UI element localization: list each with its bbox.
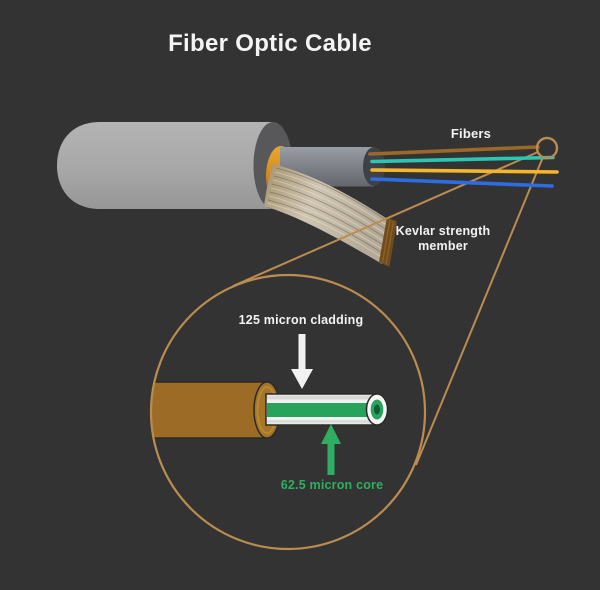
core-label: 62.5 micron core (280, 478, 384, 492)
kevlar-label-line2: member (418, 238, 468, 253)
magnifier-circle-small (535, 136, 559, 160)
inner-tube-end-cap (363, 147, 385, 186)
fiber-coating-cylinder (151, 381, 268, 439)
kevlar-tip-stripes (381, 219, 395, 265)
fibers-label: Fibers (450, 126, 492, 141)
kevlar-ribbon (264, 164, 389, 264)
cladding-arrow (291, 334, 313, 389)
fiber-yellow (370, 168, 559, 174)
kevlar-texture-dark (267, 167, 390, 255)
fiber-blue (370, 177, 554, 188)
kevlar-texture-light (266, 171, 389, 259)
cladding-bottom-shade (267, 420, 376, 424)
fiber-teal (370, 155, 555, 164)
magnifier-circle-large (149, 273, 427, 551)
magnifier-line-left (232, 151, 539, 287)
kevlar-label-line1: Kevlar strength (395, 224, 491, 238)
page-title: Fiber Optic Cable (168, 30, 372, 57)
magnifier-line-right (415, 156, 544, 466)
kevlar-strength-member-label: Kevlar strength member (381, 224, 505, 253)
core-end-center (374, 404, 380, 415)
cable-outer-jacket (57, 122, 273, 209)
cladding-top-shade (267, 395, 376, 400)
kevlar-strength-member-graphic (264, 164, 397, 267)
fiber-brown (368, 145, 540, 156)
core-stripe (267, 403, 372, 417)
fiber-strands (368, 145, 559, 188)
cladding-label: 125 micron cladding (238, 313, 364, 327)
core-arrow (321, 424, 341, 475)
magnified-fiber-view (151, 381, 389, 439)
magnifier-cone-lines (232, 151, 544, 466)
